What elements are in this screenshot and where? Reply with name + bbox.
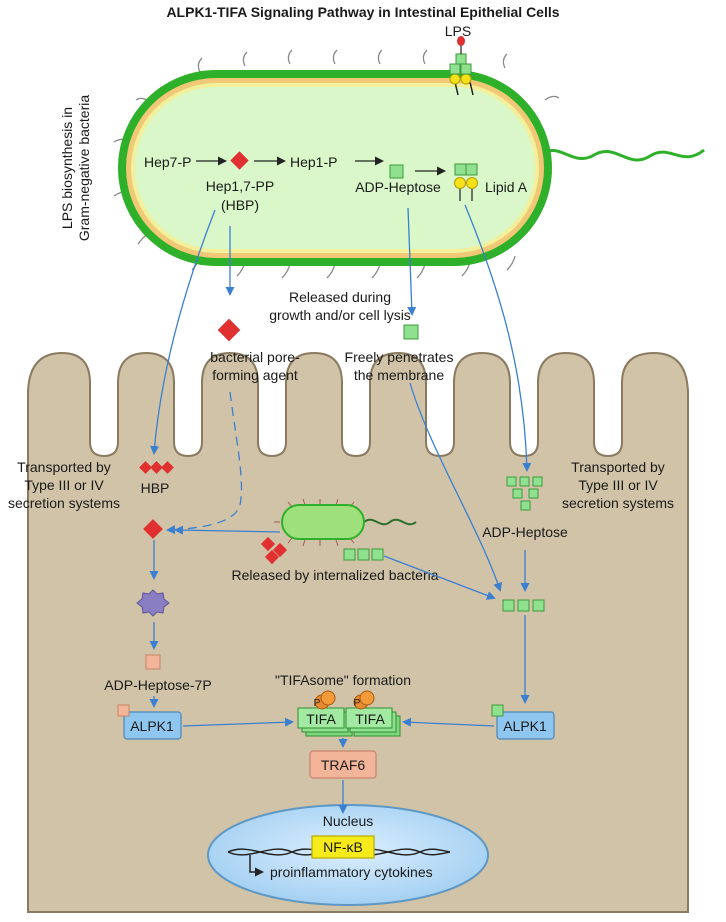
lipid-a-molecule	[454, 163, 478, 201]
tifa-2-label: TIFA	[355, 711, 385, 727]
phospho-1: P	[314, 698, 321, 709]
nucleus-label: Nucleus	[323, 813, 374, 829]
alpk1-right-ligand	[491, 704, 504, 717]
hbp-diamond-released	[217, 318, 241, 342]
alpk1-left-box	[123, 711, 182, 740]
hbp-label: HBP	[141, 480, 170, 496]
pore-agent-line2: forming agent	[212, 367, 298, 383]
adp-heptose-released	[403, 324, 419, 340]
transport-left-line3: secretion systems	[8, 495, 120, 511]
cytokines-label: proinflammatory cytokines	[270, 864, 433, 880]
side-label: LPS biosynthesis in Gram-negative bacter…	[59, 95, 92, 242]
transport-right-line3: secretion systems	[562, 495, 674, 511]
release-label-line1: Released during	[289, 289, 391, 305]
released-adp-squares	[343, 548, 384, 561]
adp-heptose-7p-square	[145, 654, 161, 670]
transport-right-line1: Transported by	[571, 459, 665, 475]
hbp-paren-label: (HBP)	[221, 197, 259, 213]
released-hbp-diamonds	[260, 536, 288, 565]
tifasome-complex	[297, 690, 401, 737]
traf6-box	[309, 750, 377, 779]
bacterium-cytoplasm	[135, 87, 535, 249]
hbp-diamond-bact	[230, 151, 249, 170]
alpk1-right-label: ALPK1	[503, 718, 547, 734]
lipid-a-label: Lipid A	[485, 179, 528, 195]
hbp-diamond-group	[139, 461, 174, 474]
signaling-arrows	[149, 204, 532, 814]
hep17pp-label: Hep1,7-PP	[206, 178, 274, 194]
lps-molecule	[449, 36, 474, 96]
side-label-line2: Gram-negative bacteria	[76, 95, 92, 242]
internalized-label: Released by internalized bacteria	[231, 567, 438, 583]
release-label-line2: growth and/or cell lysis	[269, 307, 411, 323]
intracellular-adp-heptose	[502, 599, 545, 612]
transcription-arrow	[249, 855, 264, 877]
adp-heptose-square-bact	[389, 164, 404, 179]
phospho-2: P	[354, 698, 361, 709]
penetrate-line1: Freely penetrates	[345, 349, 454, 365]
adp-heptose-7p-label: ADP-Heptose-7P	[104, 677, 211, 693]
transport-left-line1: Transported by	[17, 459, 111, 475]
alpk1-right-box	[496, 711, 555, 740]
hep1p-label: Hep1-P	[290, 154, 337, 170]
tifa-1-label: TIFA	[306, 711, 336, 727]
lps-label: LPS	[445, 23, 471, 39]
alpk1-left-ligand	[117, 704, 130, 717]
adp-heptose-right-label: ADP-Heptose	[482, 524, 568, 540]
adp-heptose-cluster	[506, 476, 543, 511]
tifasome-label: "TIFAsome" formation	[275, 672, 411, 688]
traf6-label: TRAF6	[321, 757, 366, 773]
adp-heptose-7p-intermediate	[136, 589, 170, 617]
side-label-line1: LPS biosynthesis in	[59, 107, 75, 229]
internalized-bacterium	[274, 498, 417, 547]
transport-right-line2: Type III or IV	[578, 477, 658, 493]
adp-heptose-label: ADP-Heptose	[355, 179, 441, 195]
transport-left-line2: Type III or IV	[24, 477, 104, 493]
penetrate-line2: the membrane	[354, 367, 444, 383]
flagellum	[539, 148, 705, 162]
page-title: ALPK1-TIFA Signaling Pathway in Intestin…	[166, 4, 559, 20]
pore-agent-line1: bacterial pore-	[210, 349, 300, 365]
epithelial-cell	[27, 351, 689, 913]
nfkb-box	[311, 835, 375, 859]
alpk1-left-label: ALPK1	[130, 718, 174, 734]
nfkb-label: NF-κB	[323, 839, 363, 855]
hep7p-label: Hep7-P	[144, 154, 191, 170]
